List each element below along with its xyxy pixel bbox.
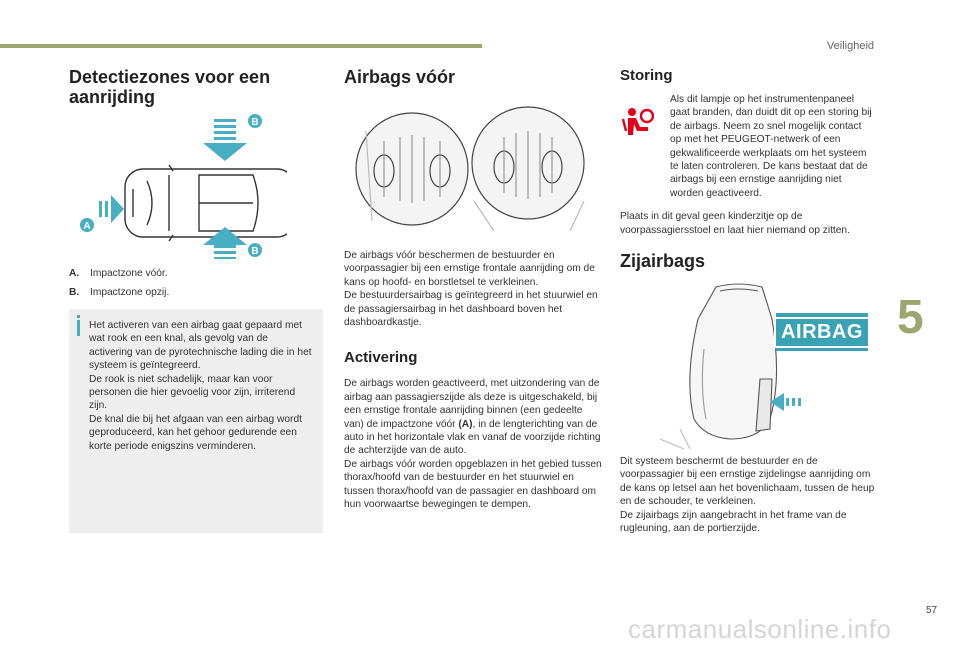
impact-arrow-icon	[203, 119, 247, 161]
impact-arrow-icon	[203, 227, 247, 259]
fault-note: Plaats in dit geval geen kinderzitje op …	[620, 211, 850, 236]
zone-label-a: A	[83, 221, 90, 232]
side-airbags-text: Dit systeem beschermt de bestuurder en d…	[620, 456, 875, 535]
activation-zone-ref: (A)	[458, 418, 473, 430]
info-icon	[77, 315, 80, 336]
activation-text-part2: , in de lengterichting van de auto in he…	[344, 418, 602, 511]
legend-text: Impactzone vóór.	[90, 268, 168, 279]
legend-item: B. Impactzone opzij.	[69, 286, 325, 299]
airbag-label-badge: AIRBAG	[774, 313, 870, 351]
impact-arrow-icon	[770, 393, 801, 412]
activation-text-part1: De airbags worden geactiveerd, met uitzo…	[344, 378, 600, 430]
front-airbags-intro: De airbags vóór beschermen de bestuurder…	[344, 250, 598, 329]
zone-label-b-bottom: B	[251, 246, 258, 257]
airbag-label-text: AIRBAG	[774, 316, 870, 348]
fault-text: Als dit lampje op het instrumentenpaneel…	[670, 94, 872, 199]
impact-arrow-icon	[99, 195, 124, 223]
front-airbags-section: Airbags vóór De airbags vóór beschermen …	[344, 67, 602, 512]
fault-warning: Als dit lampje op het instrumentenpaneel…	[620, 93, 882, 200]
car-outline	[124, 164, 287, 242]
impact-zone-legend: A. Impactzone vóór. B. Impactzone opzij.	[69, 267, 325, 300]
legend-key: B.	[69, 287, 80, 299]
activation-text: De airbags worden geactiveerd, met uitzo…	[344, 377, 602, 511]
info-box: Het activeren van een airbag gaat gepaar…	[69, 309, 323, 533]
airbag-warning-icon	[620, 93, 670, 200]
legend-item: A. Impactzone vóór.	[69, 267, 325, 280]
chapter-number: 5	[897, 291, 924, 344]
watermark: carmanualsonline.info	[628, 614, 892, 644]
fault-and-side-airbags-section: Storing Als dit lampje op het instrument…	[620, 67, 882, 536]
car-impact-zones-figure: B B A	[80, 114, 287, 259]
header-rule	[0, 44, 482, 48]
activation-title: Activering	[344, 349, 418, 367]
section-title: Veiligheid	[826, 40, 874, 52]
legend-key: A.	[69, 268, 80, 279]
side-airbags-title: Zijairbags	[620, 251, 706, 272]
info-text: Het activeren van een airbag gaat gepaar…	[89, 320, 312, 452]
front-airbags-figure	[344, 101, 592, 239]
zone-label-b-top: B	[251, 117, 258, 128]
side-airbag-seat-figure	[659, 283, 801, 450]
detection-zones-section: Detectiezones voor een aanrijding	[69, 67, 325, 306]
legend-text: Impactzone opzij.	[90, 287, 170, 299]
front-airbags-title: Airbags vóór	[344, 67, 456, 87]
fault-title: Storing	[620, 67, 673, 84]
page-number: 57	[926, 605, 938, 616]
detection-zones-title: Detectiezones voor een aanrijding	[69, 67, 271, 107]
